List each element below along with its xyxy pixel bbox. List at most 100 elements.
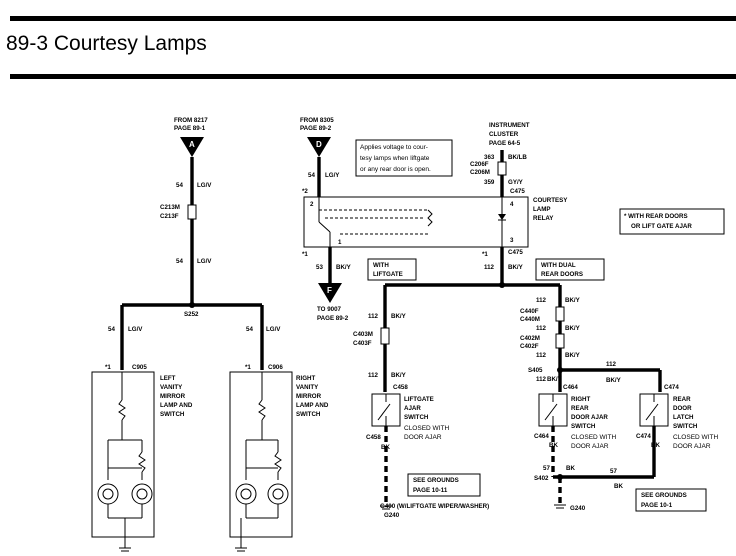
connector-label: C206M [470, 169, 490, 176]
splice-label: S405 [528, 367, 543, 374]
wire-number: 53 [316, 264, 323, 271]
relay-pin: 2 [310, 201, 314, 208]
wire-number: 112 [536, 352, 547, 359]
left-vanity-mirror-lamp: *1 C905 LEFT VANITY MIRROR LAMP AND SWIT… [91, 364, 193, 552]
connector-f-letter: F [327, 286, 332, 295]
wire-number: 359 [484, 179, 495, 186]
connector-label: C906 [268, 364, 283, 371]
instrument-cluster-page: PAGE 64-5 [489, 140, 521, 147]
note-text: * WITH REAR DOORS [624, 213, 688, 220]
wire-number: 112 [484, 264, 495, 271]
component-name: RIGHT [571, 396, 590, 403]
wire-number: 112 [536, 376, 547, 383]
connector-a-letter: A [189, 140, 195, 149]
component-name: CLOSED WITH [404, 425, 449, 432]
connector-d-letter: D [316, 140, 322, 149]
connector-label: C403M [353, 331, 373, 338]
connector-label: C440M [520, 316, 540, 323]
component-name: CLOSED WITH [571, 434, 616, 441]
wire-color: BK/Y [565, 352, 581, 359]
connector-f: F TO 9007 PAGE 89-2 [317, 283, 349, 322]
option-text: WITH [373, 262, 389, 269]
component-name: SWITCH [571, 423, 596, 430]
relay-name: COURTESY [533, 197, 568, 204]
note-text: tesy lamps when liftgate [360, 155, 430, 162]
wire-color: BK/Y [391, 313, 407, 320]
connector-label: C402F [520, 343, 539, 350]
component-name: VANITY [296, 384, 319, 391]
component-name: LATCH [673, 414, 694, 421]
wire-color: BK [566, 465, 575, 472]
component-name: VANITY [160, 384, 183, 391]
relay-name: LAMP [533, 206, 551, 213]
relay-pin: 1 [338, 239, 342, 246]
wire-number: 112 [536, 325, 547, 332]
wire-number: 112 [368, 372, 379, 379]
component-name: AJAR [404, 405, 421, 412]
right-vanity-mirror-lamp: *1 C906 RIGHT VANITY MIRROR LAMP AND SWI… [229, 364, 329, 552]
note-text: SEE GROUNDS [641, 492, 687, 499]
connector-label: C206F [470, 161, 489, 168]
wire-number: 54 [176, 258, 183, 265]
component-name: SWITCH [404, 414, 429, 421]
instrument-cluster-label: CLUSTER [489, 131, 519, 138]
component-name: LEFT [160, 375, 176, 382]
connector-d-triangle [307, 137, 331, 157]
connector-label: C475 [508, 249, 523, 256]
note-text: OR LIFT GATE AJAR [631, 223, 692, 230]
see-grounds-box-right: SEE GROUNDS PAGE 10-1 [635, 488, 707, 512]
component-name: SWITCH [160, 411, 185, 418]
title-rule-bottom [10, 74, 736, 79]
wire-color: LG/V [266, 326, 281, 333]
wire-color: BK [651, 442, 660, 449]
component-name: LAMP AND [296, 402, 329, 409]
connector-d-from: FROM 8305 [300, 117, 334, 124]
splice-label: S402 [534, 475, 549, 482]
wire-color: BK/Y [547, 376, 563, 383]
option-with-dual-rear-doors: WITH DUAL REAR DOORS [535, 258, 605, 281]
pin-label: *1 [245, 364, 251, 371]
connector-f-page: PAGE 89-2 [317, 315, 349, 322]
wire-color: GY/Y [508, 179, 524, 186]
splice-dot [499, 282, 505, 288]
wire-number: 57 [543, 465, 550, 472]
instrument-cluster-label: INSTRUMENT [489, 122, 530, 129]
wire-color: BK/Y [391, 372, 407, 379]
note-text: Applies voltage to cour- [360, 144, 428, 151]
pin-label: *1 [105, 364, 111, 371]
rear-door-latch-switch: REAR DOOR LATCH SWITCH CLOSED WITH DOOR … [639, 393, 718, 450]
wire-color: BK/Y [508, 264, 524, 271]
wire-number: 54 [308, 172, 315, 179]
component-name: DOOR AJAR [404, 434, 442, 441]
note-text: SEE GROUNDS [413, 477, 459, 484]
component-name: REAR [673, 396, 691, 403]
connector-a-from: FROM 8217 [174, 117, 208, 124]
see-grounds-box-left: SEE GROUNDS PAGE 10-11 [407, 473, 481, 497]
connector-label: C464 [534, 433, 549, 440]
component-name: SWITCH [673, 423, 698, 430]
component-outline [229, 371, 293, 538]
courtesy-lamp-relay: 2 4 1 3 COURTESY LAMP RELAY [303, 196, 568, 248]
component-name: DOOR AJAR [571, 414, 608, 421]
component-name: REAR [571, 405, 589, 412]
wire-color: BK/Y [565, 325, 581, 332]
connector-label: C474 [664, 384, 679, 391]
wire-number: 54 [108, 326, 115, 333]
component-name: LAMP AND [160, 402, 193, 409]
component-name: RIGHT [296, 375, 315, 382]
connector-label: C403F [353, 340, 372, 347]
wire-color: LG/V [197, 182, 212, 189]
wire-number: 54 [246, 326, 253, 333]
wire-number: 112 [606, 361, 617, 368]
wire-color: BK [614, 483, 623, 490]
wire-number: 112 [536, 297, 547, 304]
connector-a-triangle [180, 137, 204, 157]
connector-c402 [555, 333, 565, 349]
wire-color: LG/Y [325, 172, 340, 179]
ground-label: G400 (W/LIFTGATE WIPER/WASHER) [380, 503, 489, 510]
pin-label: *1 [302, 251, 308, 258]
connector-label: C213M [160, 204, 180, 211]
note-text: PAGE 10-11 [413, 487, 448, 494]
wire-color: BK/Y [606, 377, 622, 384]
note-text: PAGE 10-1 [641, 502, 673, 509]
